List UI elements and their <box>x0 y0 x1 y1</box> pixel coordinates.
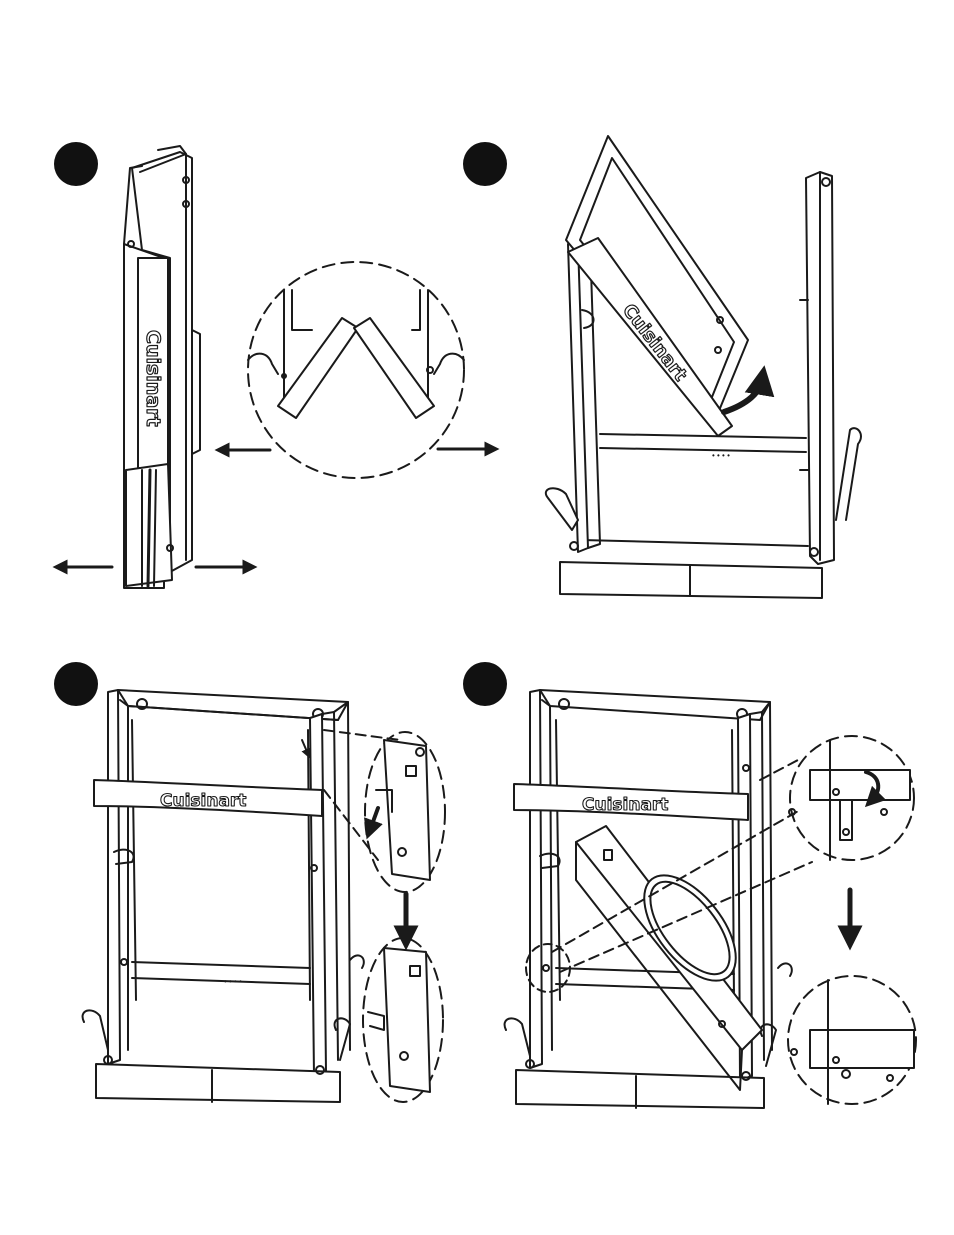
detail-callout-circle <box>363 938 443 1102</box>
step-2: • • • • Cuisinart <box>463 136 861 598</box>
brand-label: Cuisinart <box>142 330 164 427</box>
brand-label: Cuisinart <box>160 791 246 811</box>
step-badge-icon <box>463 142 507 186</box>
step-badge-icon <box>54 662 98 706</box>
step-4: Cuisinart <box>463 662 916 1108</box>
detail-callout-circle <box>788 976 916 1104</box>
svg-text:• • • •: • • • • <box>712 451 730 460</box>
brand-label: Cuisinart <box>582 795 668 815</box>
step-badge-icon <box>54 142 98 186</box>
detail-callout-circle <box>789 736 914 860</box>
step-3: Cuisinart • • • • <box>54 662 445 1102</box>
detail-callout-circle <box>365 732 445 892</box>
arrow-down-icon <box>370 808 378 830</box>
step-1: Cuisinart <box>54 142 492 588</box>
svg-text:• • • •: • • • • <box>224 977 242 986</box>
detail-callout-circle <box>248 262 464 478</box>
step-badge-icon <box>463 662 507 706</box>
